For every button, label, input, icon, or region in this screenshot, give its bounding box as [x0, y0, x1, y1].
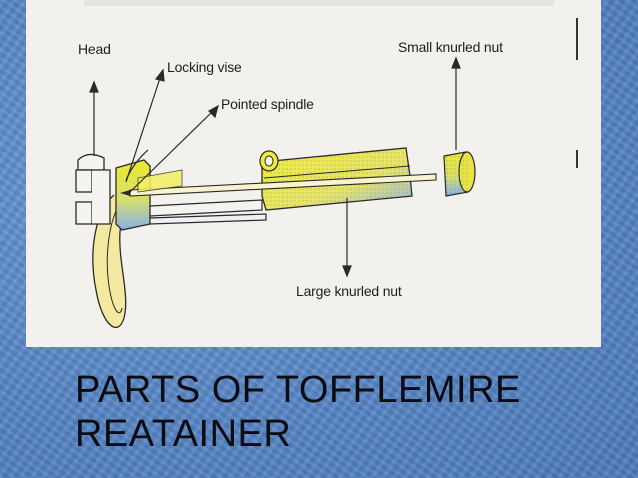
pointed-spindle-arrow-icon	[208, 104, 219, 119]
slide-title: PARTS OF TOFFLEMIRE REATAINER	[75, 368, 615, 456]
slide-title-line-2: REATAINER	[75, 413, 292, 455]
slide-title-line-1: PARTS OF TOFFLEMIRE	[75, 369, 521, 411]
large-knurled-nut-arrow-icon	[342, 265, 352, 278]
locking-vise-arrow-icon	[154, 68, 165, 82]
pointed-spindle-leader	[129, 111, 213, 193]
label-large-knurled-nut: Large knurled nut	[296, 283, 402, 299]
label-head: Head	[78, 41, 111, 57]
head-arrow-icon	[89, 80, 99, 93]
faded-background-text	[84, 0, 554, 6]
tofflemire-retainer-diagram	[75, 0, 578, 329]
retainer-frame	[149, 199, 267, 225]
label-locking-vise: Locking vise	[167, 59, 242, 75]
head	[75, 153, 111, 225]
diagram-figure: Head Locking vise Pointed spindle Small …	[26, 0, 601, 347]
locking-vise-leader	[125, 77, 161, 183]
small-knurled-nut-arrow-icon	[451, 56, 461, 69]
label-small-knurled-nut: Small knurled nut	[398, 39, 503, 55]
label-pointed-spindle: Pointed spindle	[221, 96, 314, 112]
matrix-band-inner	[106, 199, 123, 314]
small-knurled-nut	[443, 151, 476, 197]
